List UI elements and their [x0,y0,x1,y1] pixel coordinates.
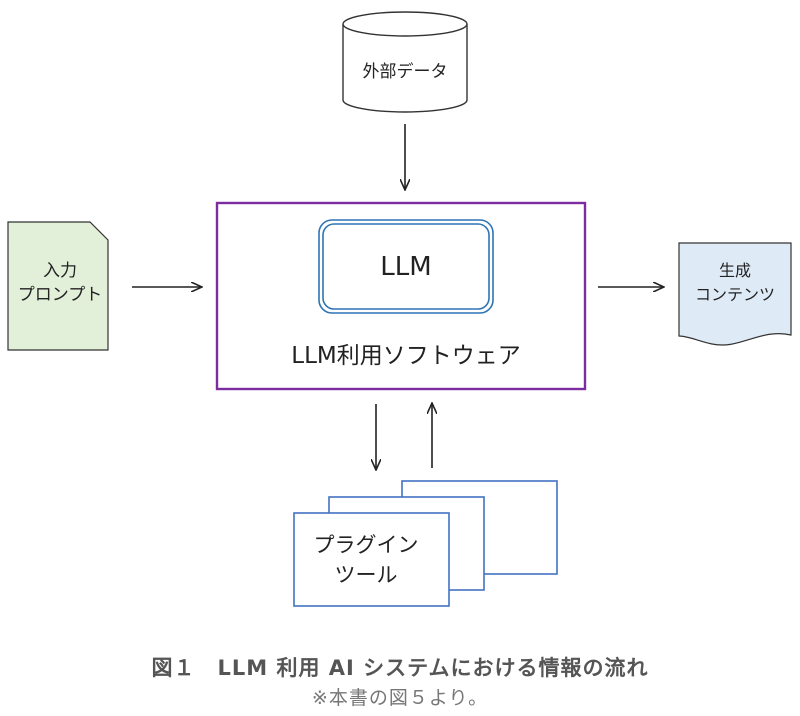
plugin-label-line1: プラグイン [314,533,419,557]
prompt-shape [7,221,109,351]
software-label: LLM利用ソフトウェア [291,343,520,369]
external-data-label: 外部データ [363,61,448,82]
input-prompt-label-line1: 入力 [43,261,77,281]
database-body [342,24,468,113]
database-top [342,11,468,37]
plugin-label-line2: ツール [335,563,398,587]
plugin-card-front [293,512,450,607]
llm-software-box: LLM LLM利用ソフトウェア [215,201,587,391]
generated-content-document: 生成 コンテンツ [678,242,792,346]
plugin-tool-stack: プラグイン ツール [293,480,558,607]
input-prompt-document: 入力 プロンプト [7,221,109,351]
input-prompt-label-line2: プロンプト [18,285,103,305]
figure-caption-title: 図１ LLM 利用 AI システムにおける情報の流れ [151,656,649,680]
external-data-database: 外部データ [342,11,468,113]
output-shape [678,242,792,346]
llm-label: LLM [380,252,431,282]
output-label-line1: 生成 [719,261,751,280]
figure-caption-note: ※本書の図５より。 [311,687,489,709]
output-label-line2: コンテンツ [695,285,775,304]
flow-diagram: 外部データ 入力 プロンプト LLM LLM利用ソフトウェア 生成 コンテンツ … [7,11,792,607]
llm-inner-border [322,223,490,310]
